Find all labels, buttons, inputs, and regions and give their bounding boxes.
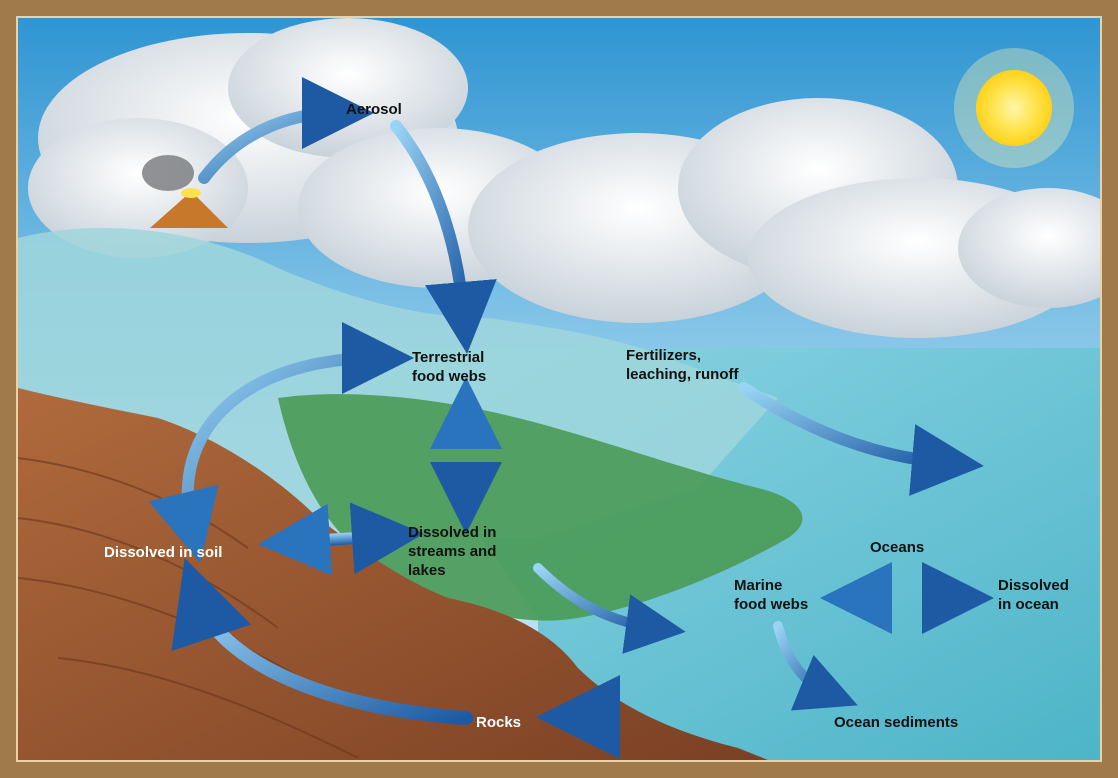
phosphorus-cycle-scene [18,18,1100,760]
label-dissolved-in-soil: Dissolved in soil [104,544,223,561]
arrow-aerosol-to-terrestrial [390,120,497,354]
diagram-canvas: Aerosol Terrestrial food webs Fertilizer… [16,16,1102,762]
label-dissolved-in-streams-and-lakes: Dissolved in streams and lakes [408,524,497,579]
label-terrestrial-food-webs: Terrestrial food webs [412,349,487,385]
label-ocean-sediments: Ocean sediments [834,714,959,731]
label-fertilizers-leaching-runoff: Fertilizers, leaching, runoff [626,347,739,383]
arrow-volcano-to-aerosol [198,77,374,184]
label-marine-food-webs: Marine food webs [734,577,809,613]
cycle-arrows [148,77,994,759]
label-aerosol: Aerosol [346,101,402,118]
label-rocks: Rocks [476,714,522,731]
arrow-soil-to-terrestrial [148,322,414,564]
arrow-streams-to-marine [533,563,686,654]
volcano-icon [142,155,228,228]
arrow-marine-to-sediments [773,621,858,711]
arrow-fertilizers-to-oceans [738,382,984,496]
arrow-soil-streams [258,502,424,576]
arrow-rocks-to-soil [171,558,473,725]
label-oceans: Oceans [870,539,925,556]
sun-icon [954,48,1074,168]
label-dissolved-in-ocean: Dissolved in ocean [998,577,1069,613]
